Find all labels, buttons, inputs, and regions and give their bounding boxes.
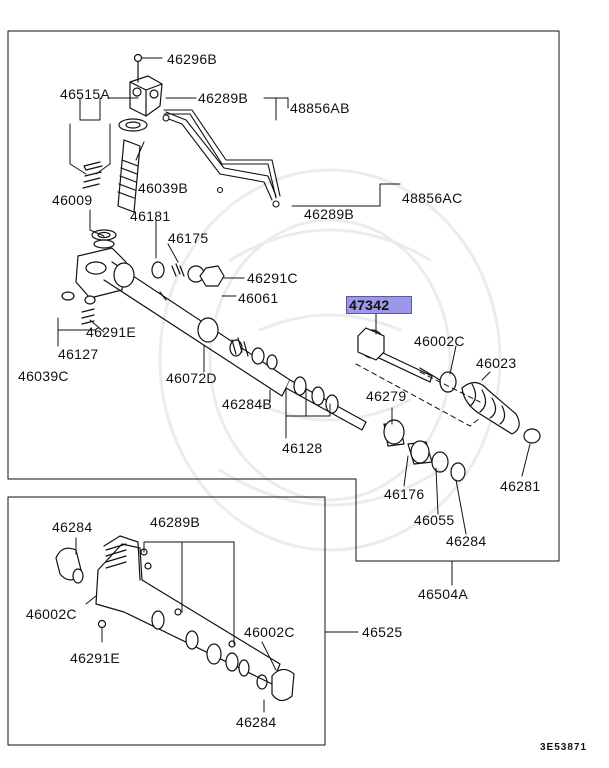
callout-48856AC[interactable]: 48856AC [402, 190, 463, 206]
callout-46023[interactable]: 46023 [476, 355, 517, 371]
callout-46504A[interactable]: 46504A [418, 586, 469, 602]
callout-46128[interactable]: 46128 [282, 440, 323, 456]
callout-46009[interactable]: 46009 [52, 192, 93, 208]
callout-46181[interactable]: 46181 [130, 208, 171, 224]
callout-46289B-mid[interactable]: 46289B [304, 206, 355, 222]
callout-46291E-bottom[interactable]: 46291E [70, 650, 121, 666]
callout-46055[interactable]: 46055 [414, 512, 455, 528]
gear-housing [75, 247, 291, 397]
callout-46279[interactable]: 46279 [366, 388, 407, 404]
callout-46002C-lower-left[interactable]: 46002C [26, 606, 77, 622]
callout-46284-bottom[interactable]: 46284 [236, 714, 277, 730]
callout-46127[interactable]: 46127 [58, 346, 99, 362]
callout-46289B-top[interactable]: 46289B [198, 90, 249, 106]
callout-46284-right[interactable]: 46284 [446, 533, 487, 549]
rack-shaft [285, 376, 367, 431]
assembly-outline-46525 [7, 496, 326, 746]
callout-48856AB[interactable]: 48856AB [290, 100, 350, 116]
callout-46039B[interactable]: 46039B [138, 180, 189, 196]
callout-46296B[interactable]: 46296B [167, 51, 218, 67]
callout-46525[interactable]: 46525 [362, 624, 403, 640]
leader-lines [57, 57, 531, 535]
callout-46291E-top[interactable]: 46291E [86, 324, 137, 340]
lower-housing-46525 [55, 535, 295, 702]
callout-46284-lower-left[interactable]: 46284 [52, 519, 93, 535]
callout-46289B-bottom[interactable]: 46289B [150, 514, 201, 530]
callout-46284B[interactable]: 46284B [222, 396, 273, 412]
valve-housing [82, 53, 163, 249]
callout-46002C-top[interactable]: 46002C [414, 333, 465, 349]
diagram-code: 3E53871 [540, 742, 588, 753]
lower-leader-lines [75, 537, 277, 713]
pressure-tubes [162, 109, 281, 208]
callout-46281[interactable]: 46281 [500, 478, 541, 494]
callout-46175[interactable]: 46175 [168, 230, 209, 246]
callout-46176[interactable]: 46176 [384, 486, 425, 502]
callout-46061[interactable]: 46061 [238, 290, 279, 306]
assembly-outline-46504A [7, 30, 560, 562]
callout-46291C[interactable]: 46291C [247, 270, 298, 286]
callout-46039C[interactable]: 46039C [18, 368, 69, 384]
callout-46002C-lower-right[interactable]: 46002C [244, 624, 295, 640]
callout-46072D[interactable]: 46072D [166, 370, 217, 386]
watermark [158, 168, 502, 552]
tie-rod-47342 [357, 327, 441, 383]
small-parts [61, 261, 225, 325]
boot-and-clamps [355, 363, 541, 482]
callout-47342-highlighted[interactable]: 47342 [346, 296, 413, 314]
callout-46515A[interactable]: 46515A [60, 86, 111, 102]
